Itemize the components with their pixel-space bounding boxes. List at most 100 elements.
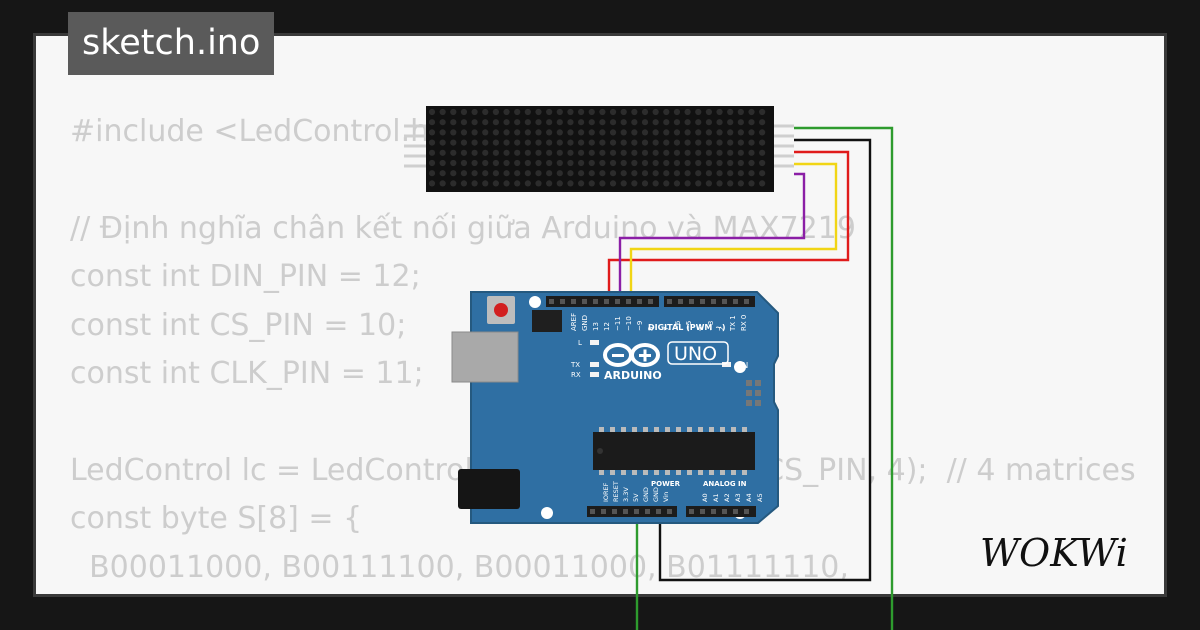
led-dot	[620, 129, 627, 136]
led-dot	[673, 170, 681, 177]
led-dot	[716, 108, 723, 116]
led-dot	[460, 149, 468, 156]
led-dot	[439, 170, 446, 177]
matrix-input-pin	[404, 134, 426, 138]
led-dot	[716, 149, 723, 156]
led-dot	[460, 170, 468, 177]
led-dot	[428, 139, 436, 146]
pin-hole	[601, 509, 606, 514]
board-name: UNO	[674, 343, 717, 365]
led-matrix-pins	[404, 124, 794, 168]
chip-pin	[621, 427, 626, 432]
chip-pin	[709, 427, 714, 432]
led-dot	[695, 170, 702, 177]
led-dot	[673, 149, 681, 156]
code-line: const int DIN_PIN = 12;	[70, 259, 421, 295]
led-dot	[663, 149, 670, 156]
matrix-input-pin	[404, 154, 426, 158]
led-dot	[609, 149, 617, 156]
led-dot	[620, 108, 627, 116]
led-dot	[578, 159, 585, 167]
led-dot	[482, 119, 489, 126]
led-dot	[673, 139, 681, 146]
led-dot	[705, 129, 713, 136]
led-dot	[759, 159, 766, 167]
led-dot	[748, 139, 755, 146]
chip-pin	[610, 470, 615, 475]
led-dot	[620, 159, 627, 167]
led-dot	[439, 180, 446, 187]
led-dot	[482, 108, 489, 116]
led-dot	[588, 108, 595, 116]
led-dot	[663, 170, 670, 177]
led-dot	[439, 149, 446, 156]
led-dot	[727, 149, 734, 156]
led-dot	[727, 159, 734, 167]
power-pin-label: GND	[652, 487, 660, 502]
on-led	[722, 362, 731, 367]
led-dot	[556, 129, 563, 136]
pin-hole	[689, 299, 694, 304]
pin-hole	[604, 299, 609, 304]
led-dot	[705, 159, 713, 167]
led-dot	[535, 170, 542, 177]
power-header	[587, 506, 677, 517]
led-dot	[546, 129, 553, 136]
led-dot	[524, 159, 531, 167]
pin-hole	[645, 509, 650, 514]
analog-pin-label: A2	[723, 493, 731, 502]
led-dot	[727, 129, 734, 136]
pin-hole	[711, 509, 716, 514]
led-dot	[460, 119, 468, 126]
led-dot	[695, 139, 702, 146]
led-dot	[514, 108, 521, 116]
led-dot	[514, 129, 521, 136]
matrix-output-pin	[774, 134, 794, 138]
led-dot	[524, 119, 531, 126]
matrix-input-pin	[404, 164, 426, 168]
led-dot	[503, 119, 510, 126]
led-dot	[695, 119, 702, 126]
file-tab[interactable]: sketch.ino	[68, 12, 275, 75]
rx-led-label: RX	[571, 371, 581, 379]
led-dot	[578, 119, 585, 126]
chip-pin	[610, 427, 615, 432]
digital-pin-label: AREF	[570, 313, 578, 331]
chip-pin	[643, 470, 648, 475]
pin-hole	[648, 299, 653, 304]
analog-pin-label: A3	[734, 493, 742, 502]
led-dot	[663, 119, 670, 126]
led-dot	[535, 149, 542, 156]
matrix-input-pin	[404, 124, 426, 128]
led-dot	[439, 129, 446, 136]
led-dot	[546, 159, 553, 167]
code-line: // Định nghĩa chân kết nối giữa Arduino …	[70, 210, 856, 246]
led-dot	[599, 119, 606, 126]
icsp-pin	[746, 400, 752, 406]
digital-pin-label: ~6	[674, 320, 682, 331]
led-dot	[524, 139, 531, 146]
code-line: const int CS_PIN = 10;	[70, 307, 407, 343]
pin-hole	[656, 509, 661, 514]
led-dot	[759, 180, 766, 187]
pin-hole	[678, 299, 683, 304]
led-dot	[727, 180, 734, 187]
led-dot	[716, 139, 723, 146]
chip-notch	[597, 448, 603, 454]
reset-button-cap[interactable]	[494, 303, 508, 317]
led-dot	[631, 129, 638, 136]
led-dot	[631, 119, 638, 126]
board-brand: ARDUINO	[604, 369, 662, 382]
led-dot	[705, 149, 713, 156]
led-dot	[663, 180, 670, 187]
led-matrix[interactable]	[404, 106, 794, 192]
digital-pin-label: ~3	[707, 321, 715, 331]
chip-pin	[742, 470, 747, 475]
led-dot	[684, 129, 691, 136]
led-dot	[631, 139, 638, 146]
led-dot	[663, 129, 670, 136]
chip-pin	[742, 427, 747, 432]
digital-pin-label: GND	[581, 315, 589, 331]
l-led	[590, 340, 599, 345]
